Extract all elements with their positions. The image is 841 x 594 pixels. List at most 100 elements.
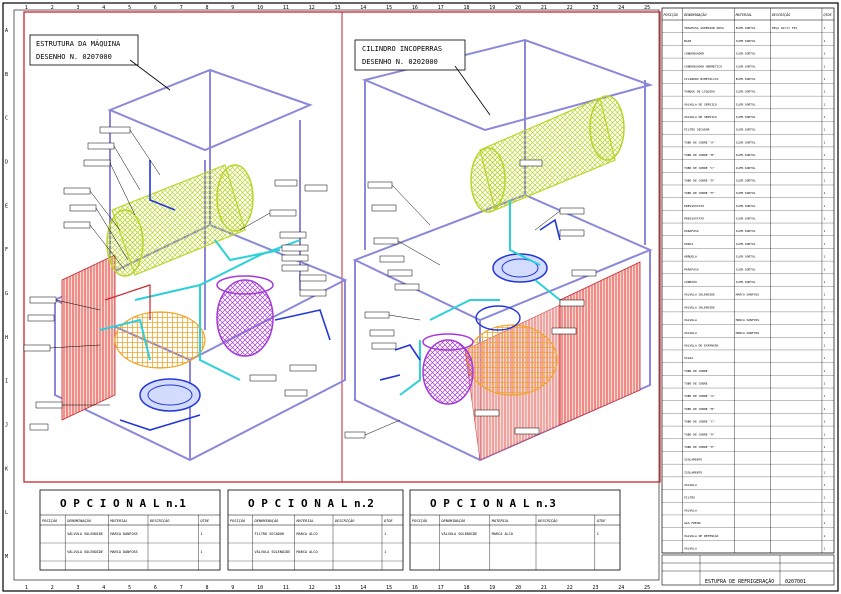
parts-cell: 1 bbox=[823, 77, 825, 81]
optional-title: O P C I O N A L n.3 bbox=[430, 497, 556, 510]
optional-cell: VÁLVULA SOLENOIDE bbox=[441, 531, 477, 536]
border-column-label: 4 bbox=[102, 5, 105, 11]
border-column-label: 23 bbox=[593, 585, 599, 591]
optional-cell: 1 bbox=[200, 550, 202, 554]
border-column-label: 25 bbox=[644, 585, 650, 591]
cylinder-left bbox=[106, 164, 254, 277]
parts-cell: TUBO DE COBRE "D" bbox=[684, 178, 715, 182]
parts-cell: GÁS FREON bbox=[684, 520, 700, 525]
parts-cell: 1 bbox=[823, 331, 825, 335]
border-column-label: 9 bbox=[231, 5, 234, 11]
border-column-label: 9 bbox=[231, 585, 234, 591]
border-column-label: 17 bbox=[438, 585, 444, 591]
parts-cell: VÁLVULA SOLENOIDE bbox=[684, 304, 715, 309]
parts-cell: VÁLVULA bbox=[684, 317, 697, 322]
parts-cell: PARAFUSO bbox=[684, 229, 699, 233]
condenser-panel-left bbox=[61, 254, 116, 421]
left-view-title: ESTRUTURA DA MÁQUINA DESENHO N. 0207000 bbox=[29, 34, 171, 91]
border-column-label: 15 bbox=[386, 585, 392, 591]
border-column-label: 4 bbox=[102, 585, 105, 591]
parts-cell: VÁLVULA bbox=[684, 507, 697, 512]
parts-cell: 1 bbox=[823, 470, 825, 474]
parts-cell: 1 bbox=[823, 382, 825, 386]
optional-header: DESCRIÇÃO bbox=[149, 518, 170, 523]
parts-cell: CLEM.SORTOL bbox=[736, 217, 756, 221]
parts-cell: 1 bbox=[823, 166, 825, 170]
parts-cell: BASE bbox=[684, 39, 691, 43]
parts-cell: 1 bbox=[823, 90, 825, 94]
parts-header: MATERIAL bbox=[735, 13, 752, 17]
optional-table-frame bbox=[227, 489, 404, 571]
optional-header: QTDE bbox=[597, 519, 606, 523]
left-machine-drawing: ESTRUTURA DA MÁQUINA DESENHO N. 0207000 bbox=[23, 34, 348, 462]
border-row-label: I bbox=[5, 379, 8, 385]
border-column-label: 2 bbox=[51, 5, 54, 11]
parts-cell: 1 bbox=[823, 369, 825, 373]
parts-cell: CLEM.SORTOL bbox=[736, 204, 756, 208]
parts-cell: 1 bbox=[823, 293, 825, 297]
optional-cell: VÁLVULA SOLENOIDE bbox=[67, 531, 103, 536]
parts-cell: TUBO DE COBRE bbox=[684, 369, 708, 373]
parts-cell: ISOLAMENTO bbox=[684, 470, 702, 474]
border-column-label: 14 bbox=[360, 5, 366, 11]
parts-header: POSIÇÃO bbox=[664, 12, 678, 17]
right-machine-drawing: CILINDRO INCOPERRAS DESENHO N. 0202000 bbox=[344, 38, 654, 462]
parts-cell: VÁLVULA DE SERVIÇO bbox=[684, 114, 717, 119]
parts-cell: MARCA DANFOSS bbox=[736, 318, 760, 322]
parts-cell: PORCA bbox=[684, 242, 693, 246]
parts-cell: CONDENSADOR bbox=[684, 52, 704, 56]
border-column-label: 2 bbox=[51, 585, 54, 591]
parts-cell: 1 bbox=[823, 102, 825, 106]
border-column-label: 10 bbox=[257, 585, 263, 591]
optional-cell: 1 bbox=[200, 532, 202, 536]
drawing-number: 0207001 bbox=[785, 579, 806, 585]
drawing-title: ESTUFRA DE REFRIGERAÇÃO bbox=[705, 578, 774, 585]
parts-cell: CLEM.SORTOL bbox=[736, 128, 756, 132]
parts-cell: 1 bbox=[823, 217, 825, 221]
parts-cell: 1 bbox=[823, 318, 825, 322]
border-column-label: 16 bbox=[412, 585, 418, 591]
border-column-label: 8 bbox=[206, 5, 209, 11]
parts-cell: 1 bbox=[823, 26, 825, 30]
parts-cell: ISOLAMENTO bbox=[684, 458, 702, 462]
parts-cell: ELEM.SORTOL bbox=[736, 26, 756, 30]
optional-cell: MARCA DANFOSS bbox=[110, 550, 137, 554]
parts-cell: TRAVESSA SUPERIOR NOVA bbox=[684, 26, 724, 30]
parts-cell: PRESSOSTATO bbox=[684, 217, 704, 221]
parts-cell: CLEM.SORTOL bbox=[736, 90, 756, 94]
border-column-label: 18 bbox=[464, 585, 470, 591]
optional-header: MATERIAL bbox=[109, 519, 127, 523]
parts-cell: 1 bbox=[823, 305, 825, 309]
parts-cell: 1 bbox=[823, 508, 825, 512]
border-column-label: 6 bbox=[154, 585, 157, 591]
border-row-label: C bbox=[5, 116, 8, 122]
parts-cell: TUBO DE COBRE "B" bbox=[684, 153, 715, 157]
border-column-label: 11 bbox=[283, 5, 289, 11]
parts-cell: 1 bbox=[823, 52, 825, 56]
parts-cell: TUBO DE COBRE "C" bbox=[684, 166, 715, 170]
border-column-label: 13 bbox=[335, 585, 341, 591]
parts-cell: 1 bbox=[823, 458, 825, 462]
parts-cell: VÁLVULA bbox=[684, 482, 697, 487]
border-column-label: 17 bbox=[438, 5, 444, 11]
border-column-label: 12 bbox=[309, 585, 315, 591]
right-view-title-text: CILINDRO INCOPERRAS bbox=[362, 45, 442, 53]
parts-cell: 1 bbox=[823, 280, 825, 284]
border-column-label: 23 bbox=[593, 5, 599, 11]
border-column-label: 19 bbox=[489, 585, 495, 591]
border-column-label: 5 bbox=[128, 5, 131, 11]
border-column-label: 24 bbox=[618, 5, 624, 11]
border-column-label: 3 bbox=[77, 5, 80, 11]
border-row-label: K bbox=[5, 466, 8, 472]
optional-header: QTDE bbox=[384, 519, 393, 523]
border-column-label: 7 bbox=[180, 5, 183, 11]
border-column-label: 15 bbox=[386, 5, 392, 11]
parts-cell: CLEM.SORTOL bbox=[736, 178, 756, 182]
parts-cell: 1 bbox=[823, 445, 825, 449]
parts-cell: ELEM.SORTOL bbox=[736, 77, 756, 81]
parts-cell: 1 bbox=[823, 432, 825, 436]
border-column-label: 1 bbox=[25, 585, 28, 591]
parts-cell: 1 bbox=[823, 128, 825, 132]
parts-cell: CLEM.SORTOL bbox=[736, 64, 756, 68]
